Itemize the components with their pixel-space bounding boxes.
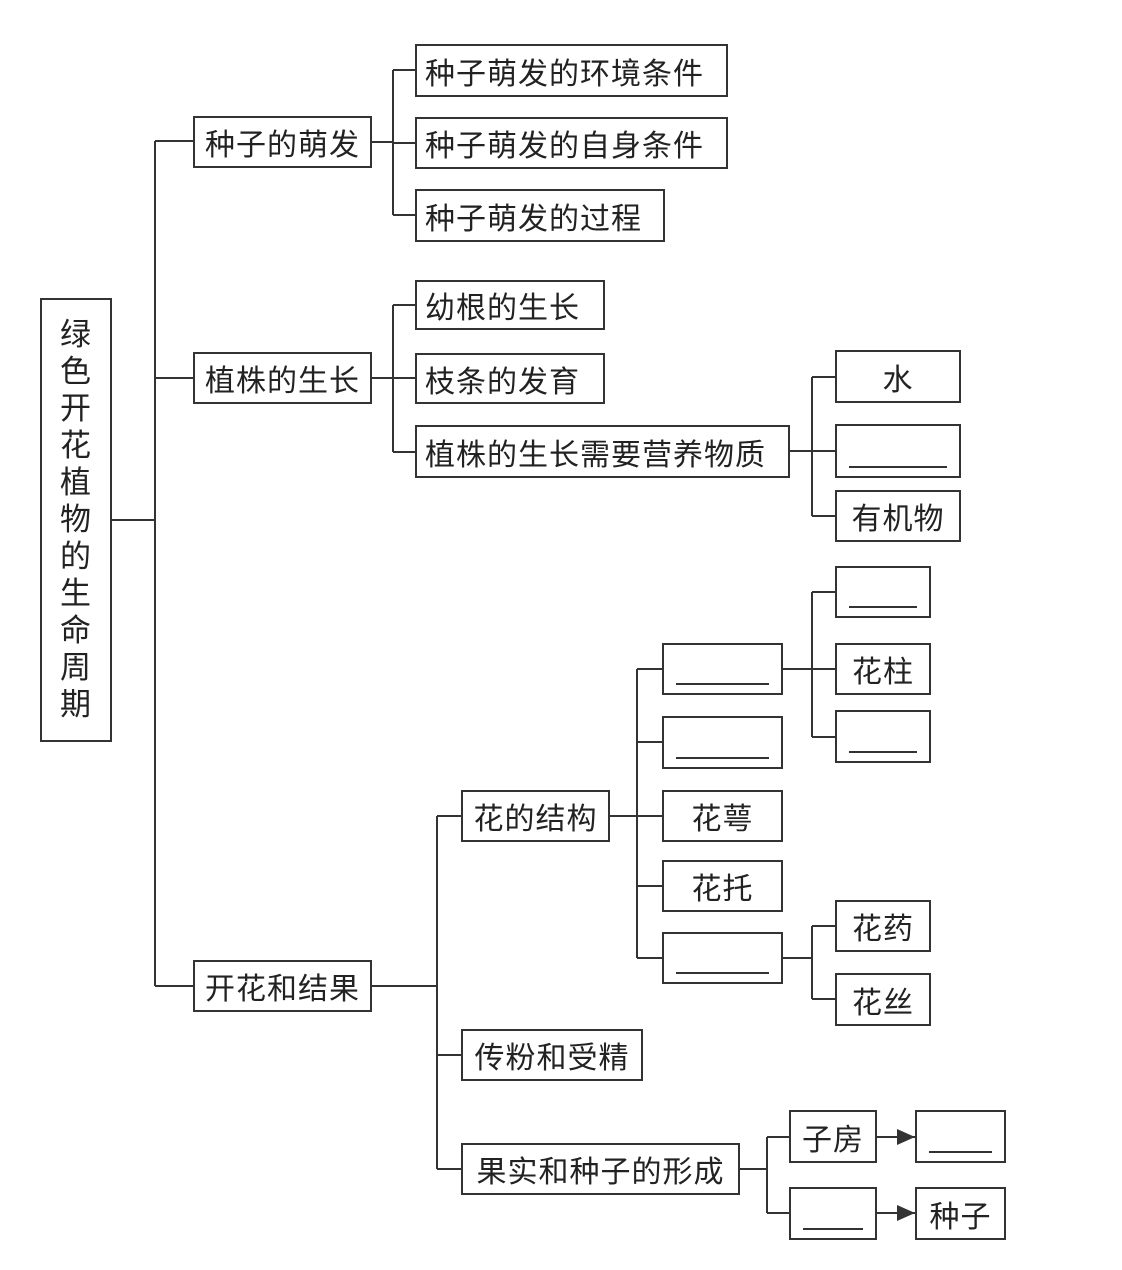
pollination-box: 传粉和受精	[461, 1029, 643, 1081]
seed-box: 种子	[915, 1187, 1006, 1240]
root-char: 命	[60, 612, 92, 649]
root-char: 花	[60, 427, 92, 464]
blank-box	[662, 643, 783, 695]
germination-env-box: 种子萌发的环境条件	[415, 44, 728, 97]
answer-blank[interactable]	[849, 606, 917, 608]
branch-box: 枝条的发育	[415, 353, 605, 404]
answer-blank[interactable]	[849, 466, 947, 468]
answer-blank[interactable]	[803, 1228, 863, 1230]
growth-box: 植株的生长	[193, 352, 372, 404]
answer-blank[interactable]	[676, 972, 769, 974]
root-char: 的	[60, 538, 92, 575]
root-char: 期	[60, 686, 92, 723]
blank-box	[662, 716, 783, 769]
blank-box	[915, 1110, 1006, 1163]
root-char: 周	[60, 649, 92, 686]
blank-box	[662, 932, 783, 984]
blank-box	[835, 710, 931, 763]
nutrients-box: 植株的生长需要营养物质	[415, 425, 790, 478]
answer-blank[interactable]	[676, 683, 769, 685]
root-char: 开	[60, 390, 92, 427]
water-box: 水	[835, 350, 961, 403]
organic-box: 有机物	[835, 490, 961, 542]
answer-blank[interactable]	[676, 757, 769, 759]
root-char: 色	[60, 353, 92, 390]
flowering-box: 开花和结果	[193, 960, 372, 1012]
structure-box: 花的结构	[461, 790, 610, 842]
blank-box	[835, 424, 961, 478]
filament-box: 花丝	[835, 973, 931, 1026]
answer-blank[interactable]	[849, 751, 917, 753]
root-char: 生	[60, 575, 92, 612]
root-growth-box: 幼根的生长	[415, 280, 605, 330]
root-char: 物	[60, 501, 92, 538]
root-char: 植	[60, 464, 92, 501]
ovary-box: 子房	[789, 1110, 877, 1163]
germination-box: 种子的萌发	[193, 116, 372, 168]
root-box: 绿 色 开 花 植 物 的 生 命 周 期	[40, 298, 112, 742]
fruit-box: 果实和种子的形成	[461, 1143, 740, 1195]
root-char: 绿	[60, 316, 92, 353]
sepal-box: 花萼	[662, 790, 783, 842]
germination-process-box: 种子萌发的过程	[415, 189, 665, 242]
blank-box	[835, 566, 931, 618]
receptacle-box: 花托	[662, 860, 783, 912]
blank-box	[789, 1187, 877, 1240]
anther-box: 花药	[835, 900, 931, 952]
style-box: 花柱	[835, 643, 931, 695]
germination-self-box: 种子萌发的自身条件	[415, 117, 728, 169]
answer-blank[interactable]	[929, 1151, 992, 1153]
